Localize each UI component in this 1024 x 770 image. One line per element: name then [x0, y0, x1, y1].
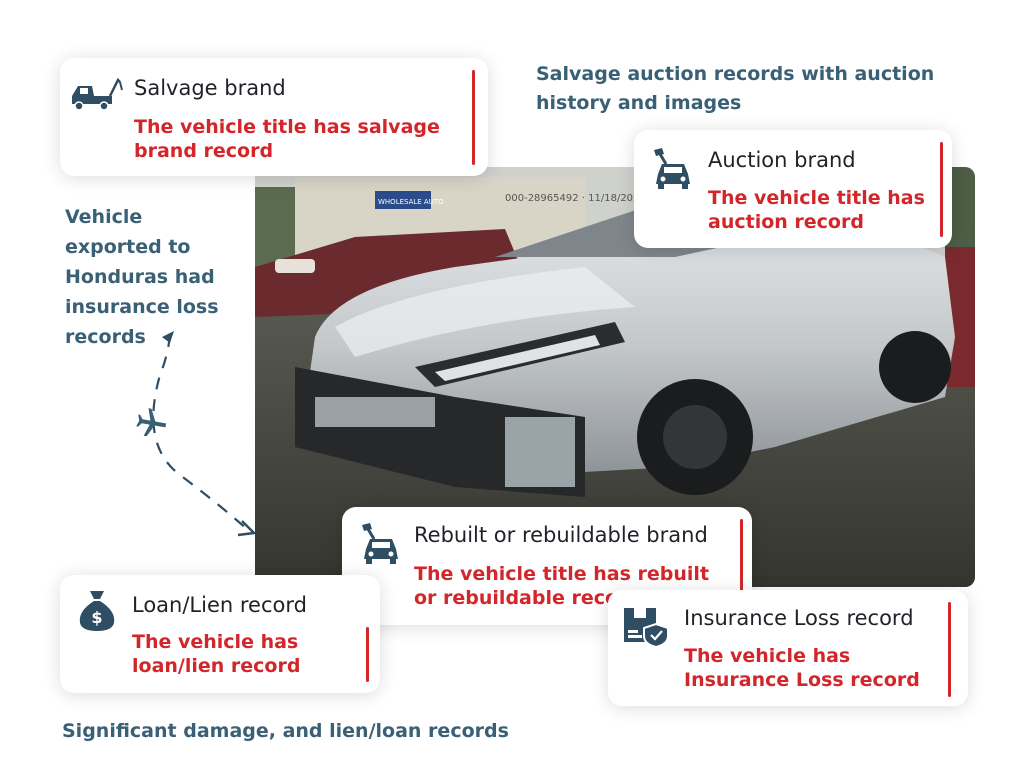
- card-title: Salvage brand: [134, 76, 286, 100]
- tow-truck-icon: [72, 77, 123, 111]
- card-title: Loan/Lien record: [132, 593, 307, 617]
- card-insurance-loss: Insurance Loss record The vehicle has In…: [608, 590, 968, 706]
- card-description: The vehicle has loan/lien record: [132, 631, 301, 677]
- card-title: Auction brand: [708, 148, 856, 172]
- gavel-car-icon: [362, 523, 398, 564]
- card-auction-brand: Auction brand The vehicle title has auct…: [634, 130, 952, 248]
- gavel-car-icon: [654, 148, 690, 189]
- card-loan-lien: $ Loan/Lien record The vehicle has loan/…: [60, 575, 380, 693]
- accent-bar: [740, 519, 743, 614]
- svg-text:$: $: [91, 608, 102, 627]
- card-salvage-brand: Salvage brand The vehicle title has salv…: [60, 58, 488, 176]
- photo-banner-text: WHOLESALE AUTO: [378, 198, 444, 206]
- card-description: The vehicle title has salvage brand reco…: [134, 116, 440, 162]
- card-description: The vehicle title has auction record: [708, 187, 925, 233]
- accent-bar: [366, 627, 369, 682]
- caption-auction-records: Salvage auction records with auction his…: [536, 63, 935, 114]
- caption-damage-lien: Significant damage, and lien/loan record…: [62, 720, 509, 742]
- arrow-head-icon: [237, 520, 257, 537]
- caption-export-honduras: Vehicle exported to Honduras had insuran…: [65, 206, 219, 348]
- card-description: The vehicle has Insurance Loss record: [684, 645, 920, 691]
- money-bag-icon: $: [79, 591, 115, 631]
- card-title: Rebuilt or rebuildable brand: [414, 523, 708, 547]
- card-title: Insurance Loss record: [684, 606, 914, 630]
- accent-bar: [472, 70, 475, 165]
- pin-icon: [162, 331, 174, 343]
- accent-bar: [940, 142, 943, 237]
- airplane-icon: [136, 408, 167, 437]
- flight-path: [136, 331, 257, 537]
- box-shield-icon: [624, 608, 669, 648]
- card-description: The vehicle title has rebuilt or rebuild…: [414, 563, 710, 609]
- photo-lot-text: 000-28965492 · 11/18/2020 · IAA: [505, 193, 672, 204]
- accent-bar: [948, 602, 951, 697]
